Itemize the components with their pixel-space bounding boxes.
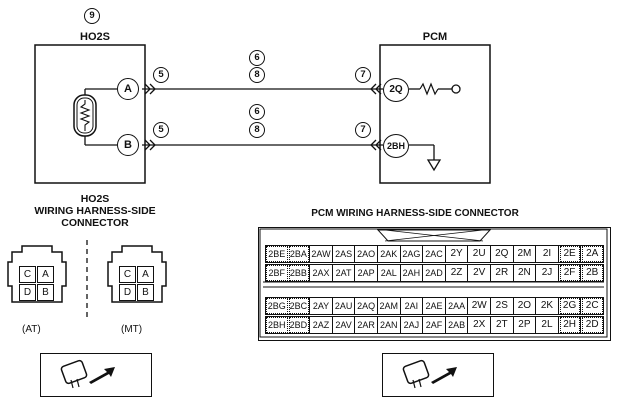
pcm-pin: 2AR [355, 316, 378, 334]
pcm-pin: 2F [558, 264, 582, 282]
pcm-pin: 2AF [423, 316, 446, 334]
pcm-pin: 2C [581, 297, 604, 315]
at-pin-c: C [19, 266, 36, 283]
pcm-pin: 2K [536, 297, 559, 315]
pcm-pin: 2AS [332, 245, 356, 263]
pcm-pin: 2BA [287, 245, 311, 263]
pcm-pin: 2BB [287, 264, 311, 282]
ho2s-probe-box [40, 353, 152, 397]
wire-a-left-marker: 5 [153, 67, 169, 83]
pcm-pin: 2AI [400, 297, 424, 315]
pcm-pin: 2J [536, 264, 559, 282]
at-pin-b: B [37, 284, 54, 301]
pcm-title: PCM [422, 31, 448, 43]
pcm-pin: 2AC [423, 245, 446, 263]
pcm-pin: 2Y [445, 245, 469, 263]
pcm-pin: 2AY [310, 297, 333, 315]
pcm-pin: 2AA [445, 297, 469, 315]
pcm-pin: 2AE [423, 297, 446, 315]
pcm-pin: 2BD [287, 316, 311, 334]
pcm-pin: 2AU [332, 297, 356, 315]
pcm-pin: 2I [536, 245, 559, 263]
wire-a-right-marker: 7 [355, 67, 371, 83]
mt-pin-b: B [137, 284, 154, 301]
pcm-pin: 2G [558, 297, 582, 315]
pcm-pin: 2AG [400, 245, 424, 263]
ho2s-harness-title-line3: CONNECTOR [61, 217, 129, 229]
pcm-pin: 2R [491, 264, 514, 282]
pcm-connector-shell [259, 228, 608, 338]
ho2s-harness-title-line2: WIRING HARNESS-SIDE [34, 205, 156, 217]
pcm-pin: 2AK [378, 245, 401, 263]
pcm-pin: 2AH [400, 264, 424, 282]
pcm-pin: 2O [513, 297, 537, 315]
pcm-pin: 2H [558, 316, 582, 334]
mt-pin-d: D [119, 284, 136, 301]
wire-b-mid-lower-marker: 8 [249, 122, 265, 138]
ho2s-pin-a: A [117, 78, 139, 100]
mt-caption: (MT) [121, 324, 143, 335]
ho2s-pin-b: B [117, 134, 139, 156]
mt-pin-a: A [137, 266, 154, 283]
ho2s-connector-outlines [7, 240, 167, 320]
ho2s-harness-title-line1: HO2S [80, 193, 110, 205]
pcm-pin: 2AZ [310, 316, 333, 334]
wiring-schematic [34, 44, 491, 184]
pcm-pin: 2BE [265, 245, 289, 263]
pcm-pin: 2V [468, 264, 491, 282]
pcm-pin: 2N [513, 264, 537, 282]
pcm-pin: 2AT [332, 264, 356, 282]
pcm-pin: 2AP [355, 264, 378, 282]
pcm-pin: 2M [513, 245, 537, 263]
at-caption: (AT) [22, 324, 41, 335]
wire-b-mid-upper-marker: 6 [249, 104, 265, 120]
probe-icon [402, 359, 457, 389]
pcm-pin: 2AM [378, 297, 401, 315]
pcm-pin: 2AV [332, 316, 356, 334]
pcm-pin: 2BH [265, 316, 289, 334]
at-pin-d: D [19, 284, 36, 301]
wire-a-mid-upper-marker: 6 [249, 50, 265, 66]
pcm-pin: 2A [581, 245, 604, 263]
pcm-pin: 2BG [265, 297, 289, 315]
pcm-pin: 2Z [445, 264, 469, 282]
pcm-pin: 2AJ [400, 316, 424, 334]
ho2s-title: HO2S [80, 31, 110, 43]
pcm-harness-title: PCM WIRING HARNESS-SIDE CONNECTOR [311, 208, 519, 219]
mt-pin-c: C [119, 266, 136, 283]
pcm-pin: 2T [491, 316, 514, 334]
pcm-pin: 2AW [310, 245, 333, 263]
pcm-pin: 2Q [491, 245, 514, 263]
pcm-pin: 2AX [310, 264, 333, 282]
top-marker: 9 [84, 8, 100, 24]
pcm-pin: 2U [468, 245, 491, 263]
wire-b-right-marker: 7 [355, 122, 371, 138]
pcm-probe-box [382, 353, 494, 397]
ho2s-harness-title: HO2S WIRING HARNESS-SIDE CONNECTOR [5, 193, 185, 229]
pcm-pin: 2BC [287, 297, 311, 315]
wire-a-mid-lower-marker: 8 [249, 67, 265, 83]
pcm-pin: 2AN [378, 316, 401, 334]
pcm-pin: 2P [513, 316, 537, 334]
pcm-pin: 2W [468, 297, 491, 315]
pcm-pin: 2E [558, 245, 582, 263]
pcm-pin: 2BF [265, 264, 289, 282]
pcm-pin: 2L [536, 316, 559, 334]
pcm-pin: 2D [581, 316, 604, 334]
pcm-pin: 2B [581, 264, 604, 282]
pcm-pin: 2AD [423, 264, 446, 282]
pcm-pin: 2AQ [355, 297, 378, 315]
pcm-pin-2bh: 2BH [383, 134, 409, 158]
pcm-pin: 2AO [355, 245, 378, 263]
pcm-pin: 2AL [378, 264, 401, 282]
pcm-pin: 2AB [445, 316, 469, 334]
probe-icon [60, 359, 115, 389]
wire-b-left-marker: 5 [153, 122, 169, 138]
at-pin-a: A [37, 266, 54, 283]
pcm-pin: 2S [491, 297, 514, 315]
pcm-pin: 2X [468, 316, 491, 334]
pcm-pin-2q: 2Q [383, 78, 409, 102]
